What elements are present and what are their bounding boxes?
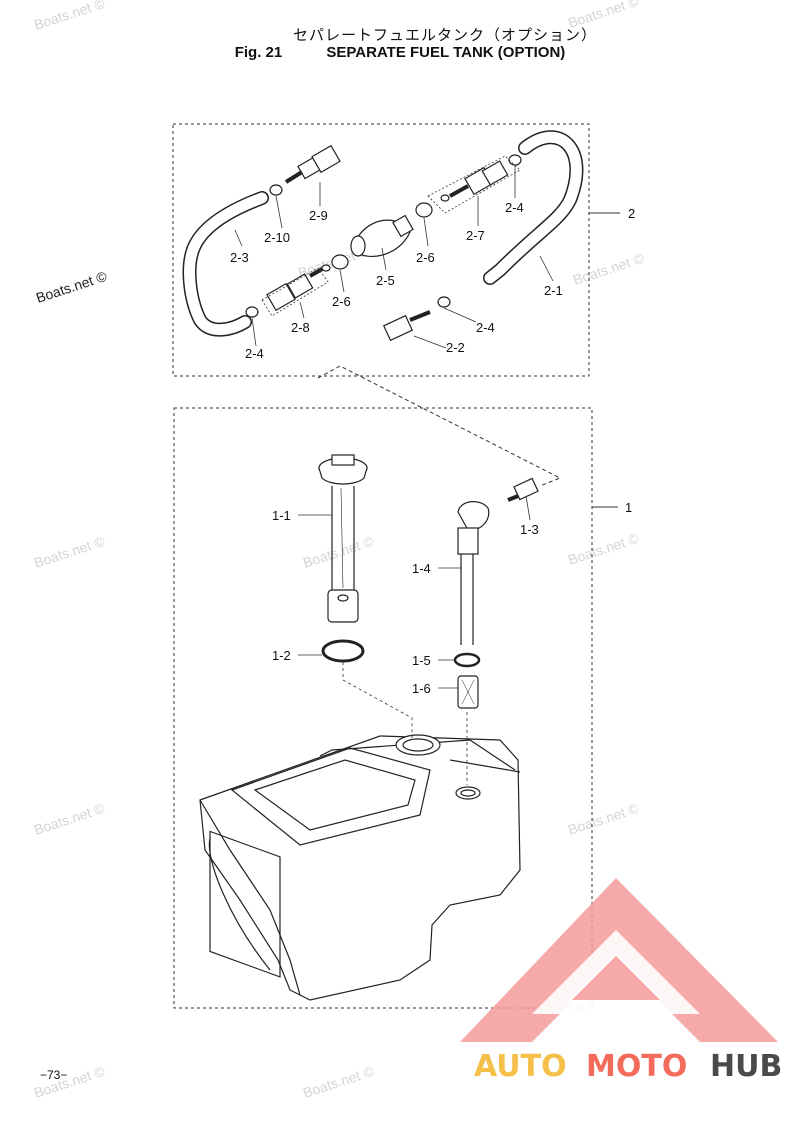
callout-1-2: 1-2 <box>272 648 291 663</box>
watermark-4: Boats.net © <box>571 250 646 288</box>
figure-number: Fig. 21 <box>234 44 283 61</box>
callout-2-2: 2-2 <box>446 340 465 355</box>
callout-2-4-left: 2-4 <box>245 346 264 361</box>
connection-dashed-line <box>317 365 562 487</box>
logo-text-auto: AUTO <box>474 1049 567 1084</box>
automotohub-logo: AUTO MOTO HUB <box>460 878 782 1084</box>
group-1-box <box>173 407 593 1009</box>
callout-2-6-right: 2-6 <box>416 250 435 265</box>
title-japanese: セパレートフュエルタンク（オプション） <box>292 27 597 44</box>
page-number: −73− <box>40 1068 68 1082</box>
callout-2-4-right: 2-4 <box>476 320 495 335</box>
callout-1-4: 1-4 <box>412 561 431 576</box>
logo-text-moto: MOTO <box>586 1049 687 1084</box>
group-2-box <box>172 123 590 377</box>
fuel-tank-body <box>199 735 521 1001</box>
fuel-line-assembly <box>182 130 584 342</box>
callout-1: 1 <box>625 500 632 515</box>
callout-1-1: 1-1 <box>272 508 291 523</box>
fuel-tank-assembly <box>199 454 539 1001</box>
callout-1-3: 1-3 <box>520 522 539 537</box>
callout-1-6: 1-6 <box>412 681 431 696</box>
callout-2: 2 <box>628 206 635 221</box>
callout-1-5: 1-5 <box>412 653 431 668</box>
callout-2-4-top: 2-4 <box>505 200 524 215</box>
logo-text-hub: HUB <box>710 1049 782 1084</box>
watermark-6: Boats.net © <box>301 533 376 571</box>
callout-2-5: 2-5 <box>376 273 395 288</box>
watermark-dark: Boats.net © <box>34 268 109 306</box>
callout-2-1: 2-1 <box>544 283 563 298</box>
watermark-10: Boats.net © <box>566 800 641 838</box>
callout-2-3: 2-3 <box>230 250 249 265</box>
watermark-2: Boats.net © <box>566 0 641 31</box>
part-callouts: 2 1 2-9 2-10 2-3 2-6 2-4 2-7 2-5 2-1 2-6… <box>230 200 635 696</box>
figure-title-english: SEPARATE FUEL TANK (OPTION) <box>326 44 566 61</box>
callout-2-6-left: 2-6 <box>332 294 351 309</box>
watermark-12: Boats.net © <box>301 1063 376 1101</box>
callout-2-7: 2-7 <box>466 228 485 243</box>
watermark-1: Boats.net © <box>32 0 107 33</box>
watermark-8: Boats.net © <box>32 800 107 838</box>
callout-2-9: 2-9 <box>309 208 328 223</box>
figure-title: Fig. 21 SEPARATE FUEL TANK (OPTION) <box>0 44 800 61</box>
watermark-5: Boats.net © <box>32 533 107 571</box>
watermark-7: Boats.net © <box>566 530 641 568</box>
callout-2-10: 2-10 <box>264 230 290 245</box>
callout-2-8: 2-8 <box>291 320 310 335</box>
